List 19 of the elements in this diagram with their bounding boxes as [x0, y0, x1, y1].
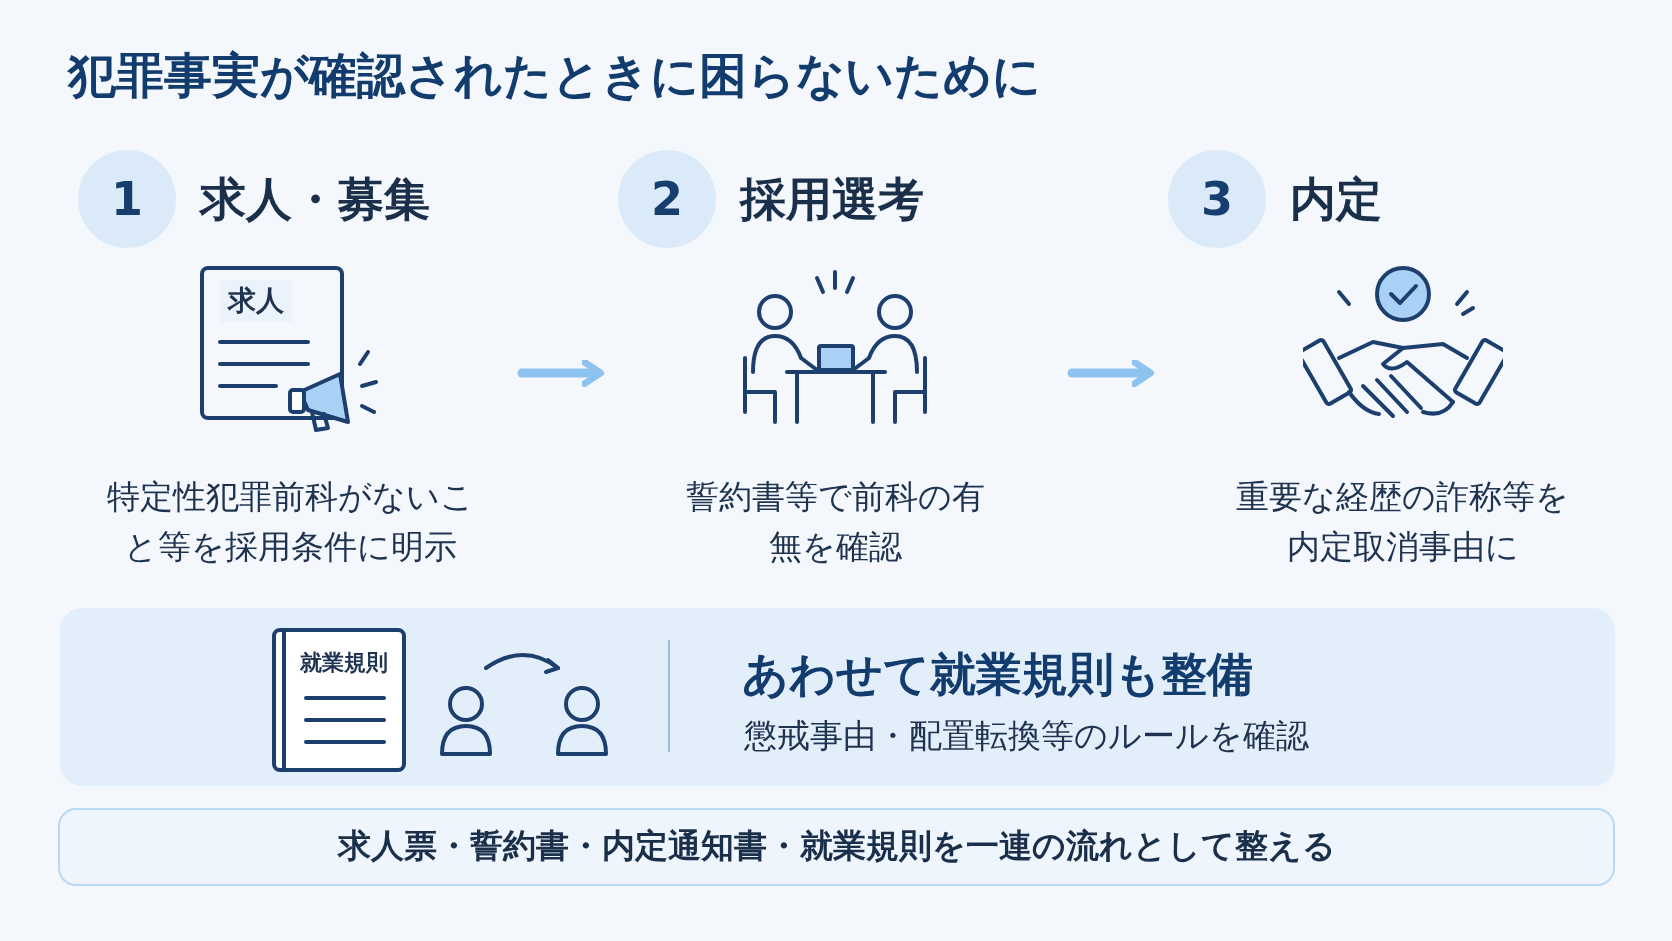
- summary-banner: [58, 808, 1615, 886]
- step-description: 誓約書等で前科の有無を確認: [685, 476, 985, 568]
- panel-heading: あわせて就業規則も整備: [742, 646, 1253, 703]
- info-panel: [60, 608, 1615, 786]
- arrow: [517, 358, 605, 388]
- document-title-label: 求人: [220, 280, 292, 322]
- arrow: [1067, 358, 1155, 388]
- title: 犯罪事実が確認されたときに困らないために: [68, 46, 1041, 105]
- panel-subtext: 懲戒事由・配置転換等のルールを確認: [744, 715, 1309, 757]
- step-description: 特定性犯罪前科がないこと等を採用条件に明示: [105, 476, 475, 568]
- step-number-badge: 2: [618, 150, 716, 248]
- step-heading: 内定: [1290, 171, 1382, 228]
- summary-text: 求人票・誓約書・内定通知書・就業規則を一連の流れとして整える: [336, 825, 1337, 867]
- step-description: 重要な経歴の詐称等を内定取消事由に: [1235, 476, 1570, 568]
- step-heading: 採用選考: [740, 171, 924, 228]
- step-number-badge: 3: [1168, 150, 1266, 248]
- book-title-label: 就業規則: [300, 649, 388, 677]
- step-number-badge: 1: [78, 150, 176, 248]
- step-heading: 求人・募集: [200, 171, 430, 228]
